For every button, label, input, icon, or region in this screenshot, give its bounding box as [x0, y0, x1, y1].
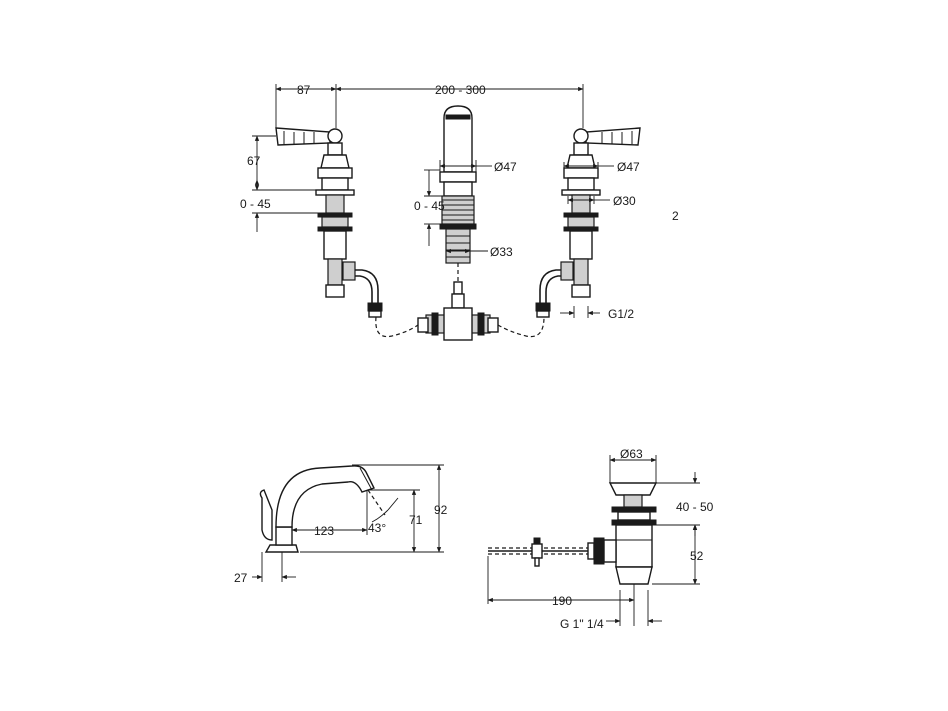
dim-71: 71 — [409, 513, 423, 527]
dim-0-45-left: 0 - 45 — [240, 197, 271, 211]
dim-dia33: Ø33 — [490, 245, 513, 259]
three-hole-mixer-view: 87 200 - 300 67 0 - 45 0 - 45 Ø47 Ø47 Ø3… — [240, 83, 679, 341]
center-spout — [417, 105, 499, 341]
dim-dia63: Ø63 — [620, 447, 643, 461]
dim-92: 92 — [434, 503, 448, 517]
pop-up-waste-view: Ø63 40 - 50 52 190 G 1" 1/4 — [487, 447, 714, 631]
dim-123: 123 — [314, 524, 334, 538]
dim-43deg: 43° — [368, 521, 386, 535]
dim-g12: G1/2 — [608, 307, 634, 321]
right-valve — [535, 127, 641, 318]
dim-27: 27 — [234, 571, 248, 585]
dim-g1-14: G 1" 1/4 — [560, 617, 604, 631]
dim-dia47-right: Ø47 — [617, 160, 640, 174]
left-valve — [275, 127, 383, 318]
dim-200-300: 200 - 300 — [435, 83, 486, 97]
dim-87: 87 — [297, 83, 311, 97]
stray-label-2: 2 — [672, 209, 679, 223]
dim-dia47-center: Ø47 — [494, 160, 517, 174]
top-dimension-lines — [252, 84, 614, 318]
dim-40-50: 40 - 50 — [676, 500, 714, 514]
dim-190: 190 — [552, 594, 572, 608]
dim-52: 52 — [690, 549, 704, 563]
spout-side-view: 123 43° 71 92 27 — [234, 464, 448, 585]
dim-dia30: Ø30 — [613, 194, 636, 208]
dim-67: 67 — [247, 154, 261, 168]
dim-0-45-center: 0 - 45 — [414, 199, 445, 213]
